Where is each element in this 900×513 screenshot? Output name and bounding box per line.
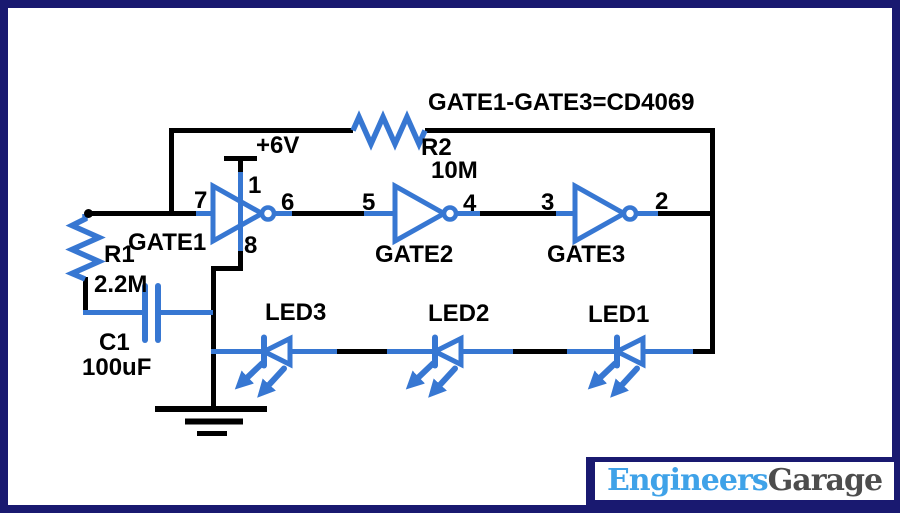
gate2-pin-input: 5 (362, 189, 376, 216)
gate3-pin-input: 3 (541, 189, 555, 216)
logo-text-garage: Garage (767, 463, 883, 498)
cd4069-note: GATE1-GATE3=CD4069 (428, 89, 695, 116)
r2-value: 10M (431, 157, 478, 184)
gate1-pin-bottom: 8 (244, 232, 258, 259)
led1-label: LED1 (588, 301, 650, 328)
gate2-pin-output: 4 (463, 190, 477, 217)
gate1-pin-top: 1 (248, 172, 262, 199)
ground-symbol (155, 406, 267, 436)
gate1-label: GATE1 (128, 229, 207, 256)
junction-dot (84, 209, 93, 218)
r1-value: 2.2M (94, 271, 148, 298)
logo-text-engineers: Engineers (606, 463, 769, 498)
gate1-bubble (259, 205, 277, 222)
inverter-gate3-symbol (572, 181, 630, 246)
black-wires (83, 128, 715, 409)
c1-value: 100uF (82, 354, 152, 381)
r1-ref: R1 (104, 241, 135, 268)
gate2-bubble (441, 205, 459, 222)
led2-symbol (411, 338, 461, 393)
gate1-pin-input: 7 (194, 187, 208, 214)
gate3-label: GATE3 (547, 241, 626, 268)
power-label: +6V (256, 132, 300, 159)
gate3-pin-output: 2 (655, 188, 669, 215)
inverter-gate2-symbol (392, 181, 450, 246)
inverter-gate1-symbol (210, 181, 268, 246)
r2-ref: R2 (421, 134, 452, 161)
led2-label: LED2 (428, 300, 490, 327)
capacitor-c1-symbol (142, 283, 161, 343)
c1-ref: C1 (99, 329, 130, 356)
led3-label: LED3 (265, 299, 327, 326)
gate2-label: GATE2 (375, 241, 454, 268)
resistor-r1-symbol (65, 214, 106, 282)
resistor-r2-symbol (350, 110, 428, 151)
led1-symbol (593, 338, 643, 393)
gate1-pin-output: 6 (281, 189, 295, 216)
gate3-bubble (621, 205, 639, 222)
led3-symbol (240, 338, 290, 393)
